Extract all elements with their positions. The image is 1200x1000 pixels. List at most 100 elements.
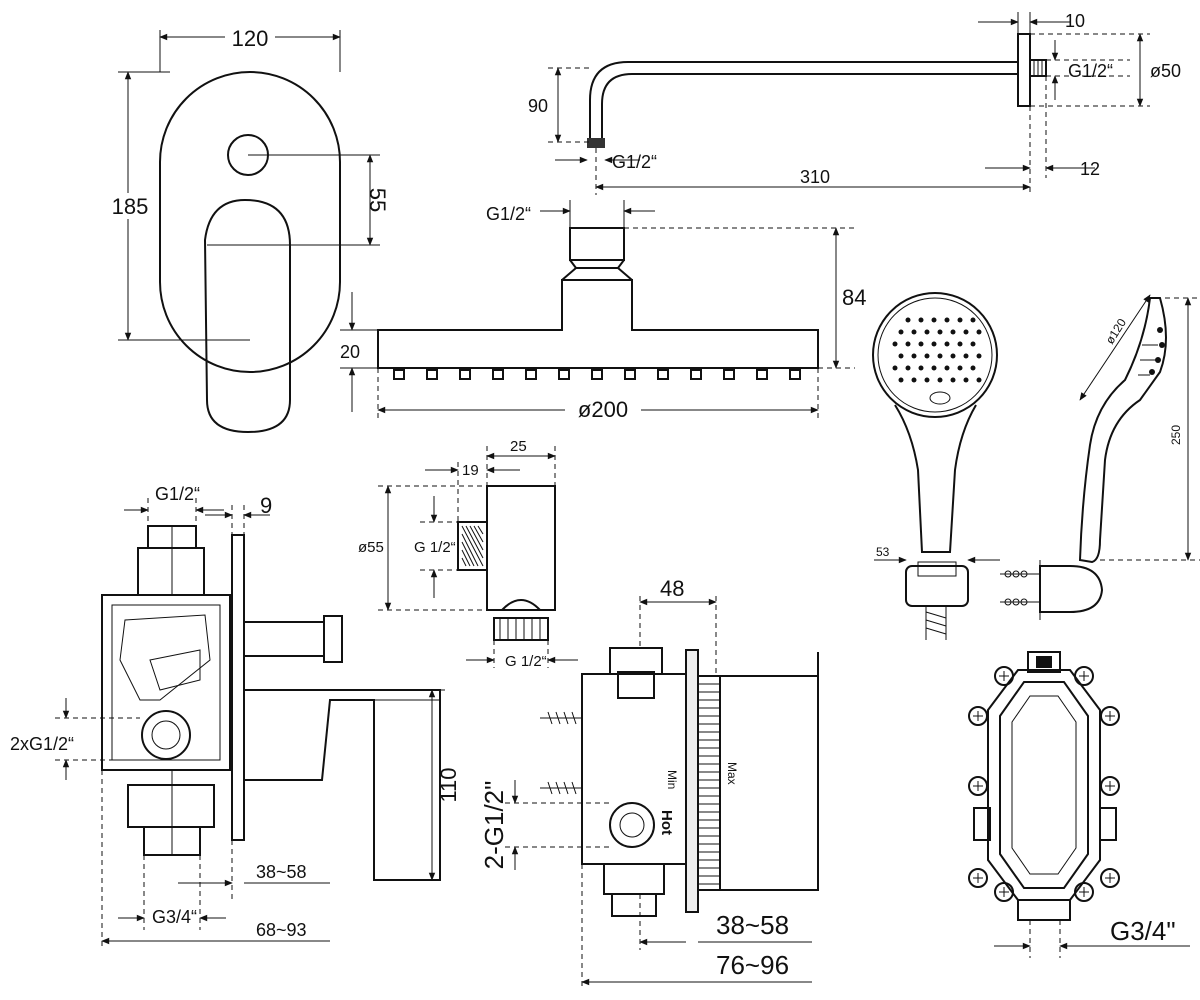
spray-hole: [931, 317, 937, 323]
nozzle: [459, 369, 471, 380]
dim-hand-length: 250: [1169, 425, 1183, 445]
mounting-lug: [1074, 666, 1094, 686]
spray-hole: [931, 341, 937, 347]
hand-shower-head: [872, 292, 998, 418]
spray-hole: [957, 317, 963, 323]
valve-housing: [101, 594, 231, 771]
bottom-connector: [127, 784, 215, 828]
box-outer: [987, 669, 1101, 901]
mounting-plate: [231, 534, 245, 841]
spray-hole: [970, 317, 976, 323]
spray-hole: [911, 329, 917, 335]
spray-hole: [957, 341, 963, 347]
dim-cover-width: 120: [232, 26, 269, 51]
spray-hole: [976, 377, 982, 383]
head-shower-view: G1/2“ 84 20 ø200: [340, 200, 866, 422]
nozzle: [525, 369, 537, 380]
hand-shower-holder: [905, 565, 969, 607]
spray-hole: [924, 353, 930, 359]
spray-hole: [950, 353, 956, 359]
dim-head-height: 84: [842, 285, 866, 310]
min-label: Min: [665, 770, 679, 789]
mounting-lug: [994, 666, 1014, 686]
dim-hand-diameter: ø120: [1103, 316, 1130, 347]
spray-hole: [970, 341, 976, 347]
mounting-lug: [1100, 868, 1120, 888]
spray-hole: [918, 341, 924, 347]
left-top-thread-label: G1/2“: [155, 484, 200, 504]
top-connector: [137, 547, 205, 596]
box-front-view: G3/4": [968, 651, 1190, 958]
spray-hole: [898, 353, 904, 359]
nozzle: [591, 369, 603, 380]
spray-hole: [963, 377, 969, 383]
dim-flange-thickness: 10: [1065, 11, 1085, 31]
arm-outlet-thread-label: G1/2“: [612, 152, 657, 172]
nozzle: [756, 369, 768, 380]
nozzle: [426, 369, 438, 380]
spray-hole: [937, 353, 943, 359]
dim-outlet-diameter: ø55: [358, 539, 384, 556]
left-depth-range-2: 68~93: [256, 920, 307, 940]
spray-hole: [944, 365, 950, 371]
mounting-lug: [968, 868, 988, 888]
dim-handle-height: 110: [436, 767, 461, 802]
hand-shower-side-view: ø120 250: [1000, 294, 1200, 620]
side-port: [141, 710, 191, 760]
outlet-body: [486, 485, 556, 611]
outlet-bottom-thread-label: G 1/2“: [505, 653, 547, 670]
valve-body-center-view: Min Max Hot 48 2-G1/2" 38~58 76~96: [479, 576, 819, 990]
spray-hole: [937, 377, 943, 383]
mounting-lug: [1074, 882, 1094, 902]
dim-outlet-width: 25: [510, 438, 527, 455]
spray-hole: [957, 365, 963, 371]
nozzle: [723, 369, 735, 380]
spray-hole: [892, 365, 898, 371]
lever-side: [244, 689, 441, 881]
hand-shower-front-view: 53: [872, 292, 1000, 640]
spray-hole: [963, 329, 969, 335]
arm-thread-label: G1/2“: [1068, 61, 1113, 81]
spray-hole: [911, 353, 917, 359]
nozzle: [690, 369, 702, 380]
wall-outlet-view: 25 19 ø55 G 1/2“ G 1/2“: [358, 438, 578, 670]
nozzle: [624, 369, 636, 380]
center-depth-range-1: 38~58: [716, 910, 789, 940]
side-holder: [1039, 565, 1104, 613]
spray-hole: [924, 329, 930, 335]
dim-arm-drop: 90: [528, 96, 548, 116]
arm-flange: [1017, 33, 1031, 107]
nozzle: [789, 369, 801, 380]
outlet-thread-bottom: [493, 617, 549, 641]
dim-plate-thickness: 9: [260, 493, 272, 518]
spray-hole: [898, 377, 904, 383]
nozzle: [393, 369, 405, 380]
center-housing: [581, 673, 687, 865]
dim-outlet-depth: 19: [462, 462, 479, 479]
arm-outer: [589, 61, 1018, 140]
valve-body-left-view: G1/2“ 9 2xG1/2“ 110 38~58 G3/4“ 68~93: [10, 484, 461, 950]
dim-holder: 53: [876, 545, 890, 559]
outlet-side-thread-label: G 1/2“: [414, 539, 456, 556]
mounting-lug: [1100, 776, 1120, 796]
box-bottom-connector: [1017, 899, 1071, 921]
dim-wall-offset: 12: [1080, 159, 1100, 179]
spray-hole: [944, 317, 950, 323]
dim-head-thickness: 20: [340, 342, 360, 362]
left-side-threads-label: 2xG1/2“: [10, 734, 74, 754]
cover-plate: [159, 71, 341, 373]
spray-hole: [931, 365, 937, 371]
spray-hole: [918, 317, 924, 323]
outlet-thread-side: [457, 521, 488, 571]
mounting-lug: [994, 882, 1014, 902]
dim-flange-diameter: ø50: [1150, 61, 1181, 81]
spray-hole: [937, 329, 943, 335]
center-wall-plate: [685, 649, 699, 913]
spray-hole: [905, 365, 911, 371]
shower-arm-view: 10 G1/2“ ø50 90 G1/2“ 310 12: [528, 11, 1181, 195]
head-inlet-thread-label: G1/2“: [486, 204, 531, 224]
spray-hole: [963, 353, 969, 359]
mounting-lug: [968, 776, 988, 796]
hand-shower-handle: [894, 404, 977, 553]
